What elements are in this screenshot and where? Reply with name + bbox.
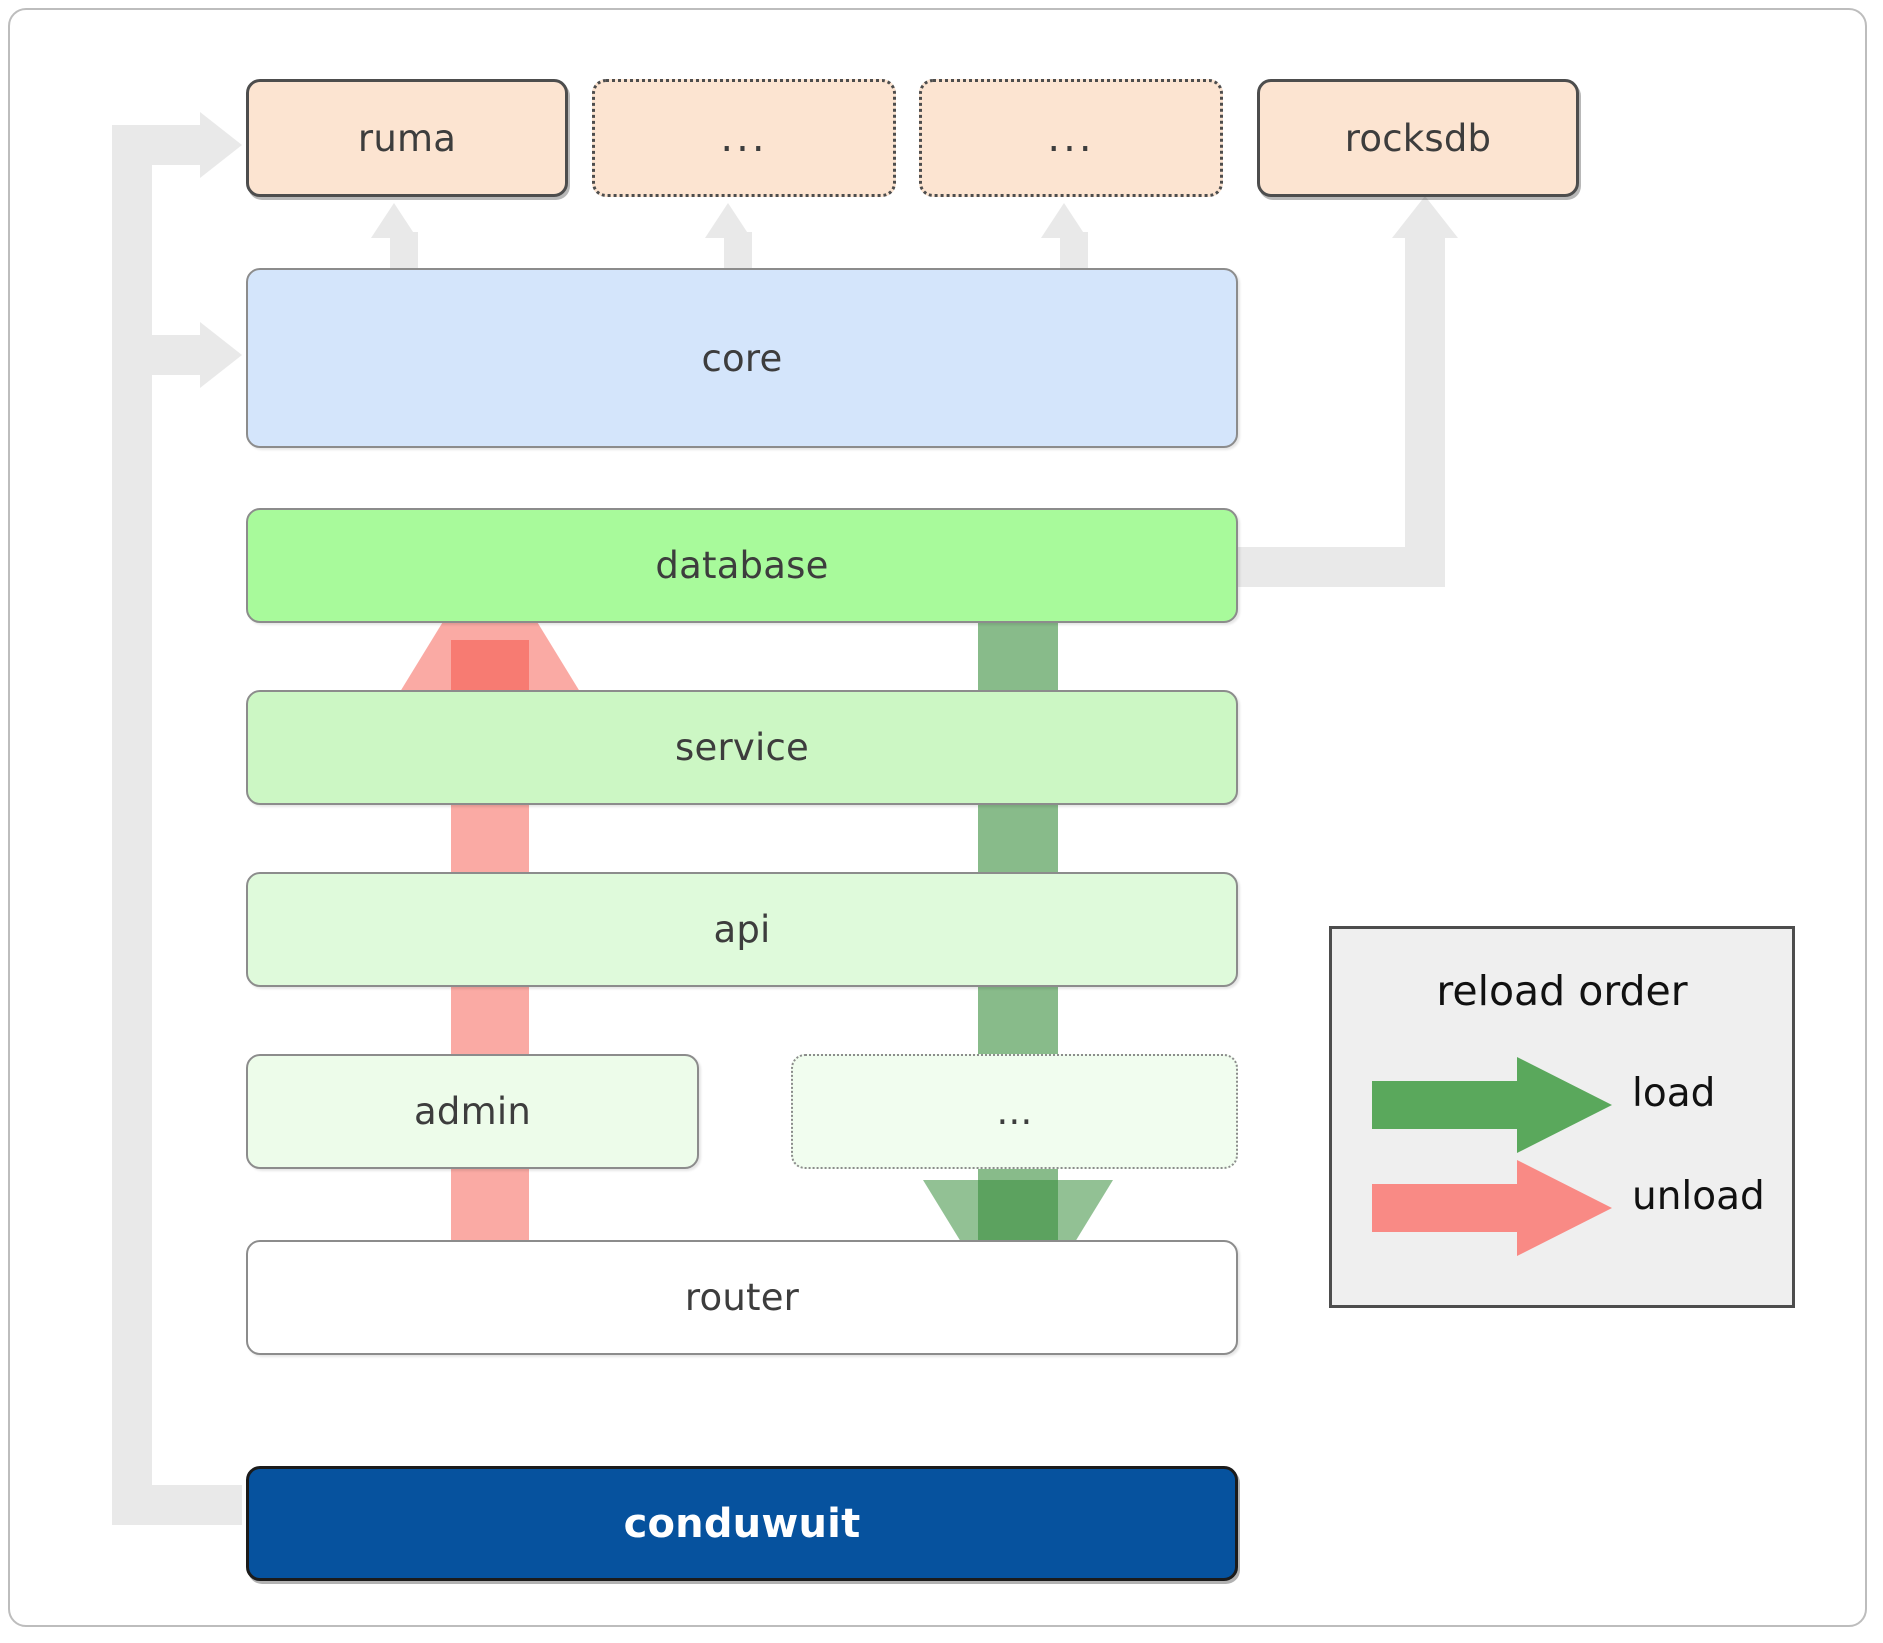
dependency-box-ruma[interactable]: ruma xyxy=(246,79,568,197)
layer-label-ellipsis: ... xyxy=(996,1090,1033,1133)
connector-arrow-rocksdb xyxy=(1392,196,1458,238)
legend-unload-label: unload xyxy=(1632,1174,1765,1219)
dependency-box-ellipsis-1[interactable]: ... xyxy=(592,79,896,197)
connector-app-to-deps-bottom xyxy=(112,1485,242,1525)
dependency-label-ellipsis-2: ... xyxy=(1047,115,1095,161)
application-label-conduwuit: conduwuit xyxy=(623,1500,861,1547)
layer-box-ellipsis[interactable]: ... xyxy=(791,1054,1238,1169)
diagram-frame xyxy=(8,8,1867,1627)
layer-box-admin[interactable]: admin xyxy=(246,1054,699,1169)
layer-box-core[interactable]: core xyxy=(246,268,1238,448)
dependency-label-rocksdb: rocksdb xyxy=(1344,116,1492,160)
legend-row-load: load xyxy=(1332,1051,1792,1161)
legend-title: reload order xyxy=(1436,967,1688,1015)
layer-label-router: router xyxy=(684,1276,800,1319)
application-box-conduwuit[interactable]: conduwuit xyxy=(246,1466,1238,1581)
connector-core-to-dots1-arrow xyxy=(705,203,751,238)
connector-core-to-dots2-arrow xyxy=(1041,203,1087,238)
dependency-label-ruma: ruma xyxy=(357,116,457,160)
connector-branch-ruma xyxy=(112,125,212,165)
connector-arrow-ruma xyxy=(200,112,242,178)
legend-panel: reload order load unload xyxy=(1329,926,1795,1308)
connector-core-to-ruma-arrow xyxy=(371,203,417,238)
layer-box-service[interactable]: service xyxy=(246,690,1238,805)
legend-row-unload: unload xyxy=(1332,1154,1792,1264)
layer-box-database[interactable]: database xyxy=(246,508,1238,623)
layer-box-router[interactable]: router xyxy=(246,1240,1238,1355)
legend-load-arrow-head xyxy=(1517,1057,1612,1153)
layer-label-service: service xyxy=(675,726,809,769)
dependency-box-rocksdb[interactable]: rocksdb xyxy=(1257,79,1579,197)
connector-branch-core xyxy=(112,335,212,375)
legend-load-label: load xyxy=(1632,1071,1716,1116)
legend-unload-arrow-head xyxy=(1517,1160,1612,1256)
layer-label-database: database xyxy=(655,544,829,587)
dependency-box-ellipsis-2[interactable]: ... xyxy=(919,79,1223,197)
layer-label-api: api xyxy=(713,908,771,951)
layer-box-api[interactable]: api xyxy=(246,872,1238,987)
connector-db-to-rocksdb-vertical xyxy=(1405,235,1445,587)
connector-db-to-rocksdb-horizontal xyxy=(1238,547,1428,587)
connector-arrow-core xyxy=(200,322,242,388)
dependency-label-ellipsis-1: ... xyxy=(720,115,768,161)
layer-label-core: core xyxy=(701,336,783,380)
layer-label-admin: admin xyxy=(414,1090,531,1133)
